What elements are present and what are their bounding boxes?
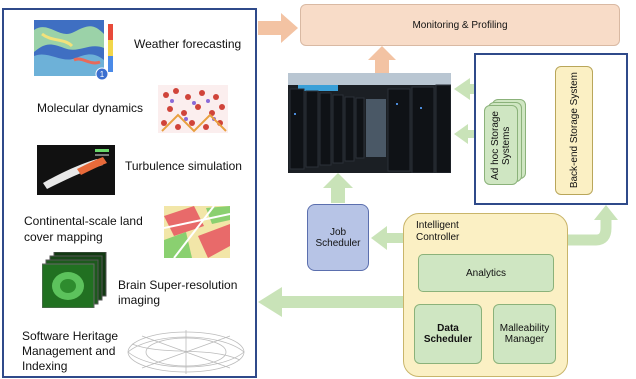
- adhoc-label-line2: Systems: [501, 125, 512, 165]
- arrow-jobscheduler-to-servers: [323, 173, 353, 203]
- analytics-box: Analytics: [418, 254, 554, 292]
- app-label-brain-line2: imaging: [118, 293, 161, 307]
- app-label-turbulence: Turbulence simulation: [125, 159, 242, 173]
- brain-imaging-thumbnail: [42, 252, 107, 308]
- turbulence-thumbnail: [37, 145, 115, 195]
- arrow-controller-to-apps: [258, 287, 403, 317]
- arrow-apps-to-monitoring: [258, 13, 298, 43]
- malleability-line2: Manager: [504, 334, 545, 345]
- job-scheduler-line2: Scheduler: [315, 237, 361, 249]
- data-scheduler-line1: Data: [437, 323, 459, 334]
- monitoring-label: Monitoring & Profiling: [412, 19, 508, 31]
- app-label-heritage-line2: Management and: [22, 344, 116, 358]
- weather-map-thumbnail: 1: [34, 20, 113, 80]
- molecule-thumbnail: [158, 85, 228, 133]
- adhoc-label: Ad hoc Storage Systems: [490, 111, 512, 180]
- weather-badge: 1: [100, 70, 105, 79]
- data-scheduler-box: Data Scheduler: [414, 304, 482, 364]
- data-scheduler-line2: Scheduler: [423, 334, 473, 345]
- arrow-servers-to-monitoring: [368, 46, 396, 73]
- datacenter-servers-image: [288, 73, 451, 173]
- backend-label: Back-end Storage System: [568, 72, 580, 189]
- arrow-controller-to-storage: [566, 218, 612, 246]
- app-label-brain: Brain Super-resolution imaging: [118, 278, 237, 308]
- monitoring-profiling-box: Monitoring & Profiling: [300, 4, 620, 46]
- app-label-landcover: Continental-scale land cover mapping: [24, 213, 143, 245]
- app-label-heritage-line1: Software Heritage: [22, 329, 119, 343]
- adhoc-storage-stack: Ad hoc Storage Systems: [484, 99, 526, 185]
- malleability-manager-box: Malleability Manager: [493, 304, 556, 364]
- app-label-molecular: Molecular dynamics: [37, 101, 144, 115]
- malleability-line1: Malleability: [499, 323, 550, 334]
- app-label-weather: Weather forecasting: [134, 37, 242, 51]
- arrow-controller-to-storage-head: [594, 205, 618, 220]
- app-label-landcover-line1: Continental-scale land: [24, 214, 143, 228]
- adhoc-label-line1: Ad hoc Storage: [490, 110, 501, 180]
- app-label-heritage: Software Heritage Management and Indexin…: [22, 329, 118, 374]
- heritage-graph-thumbnail: [127, 330, 245, 374]
- controller-title-line2: Controller: [416, 232, 460, 243]
- app-label-heritage-line3: Indexing: [22, 359, 68, 373]
- landcover-map-thumbnail: [164, 206, 230, 258]
- job-scheduler-box: Job Scheduler: [307, 204, 369, 271]
- app-label-brain-line1: Brain Super-resolution: [118, 278, 238, 292]
- adhoc-sheet-front: Ad hoc Storage Systems: [484, 105, 518, 185]
- backend-storage-box: Back-end Storage System: [555, 66, 593, 195]
- arrow-controller-to-jobscheduler: [371, 226, 404, 250]
- controller-title: Intelligent Controller: [416, 220, 459, 244]
- app-label-landcover-line2: cover mapping: [24, 230, 103, 244]
- analytics-label: Analytics: [465, 267, 506, 279]
- controller-title-line1: Intelligent: [416, 220, 459, 231]
- job-scheduler-line1: Job: [329, 226, 347, 238]
